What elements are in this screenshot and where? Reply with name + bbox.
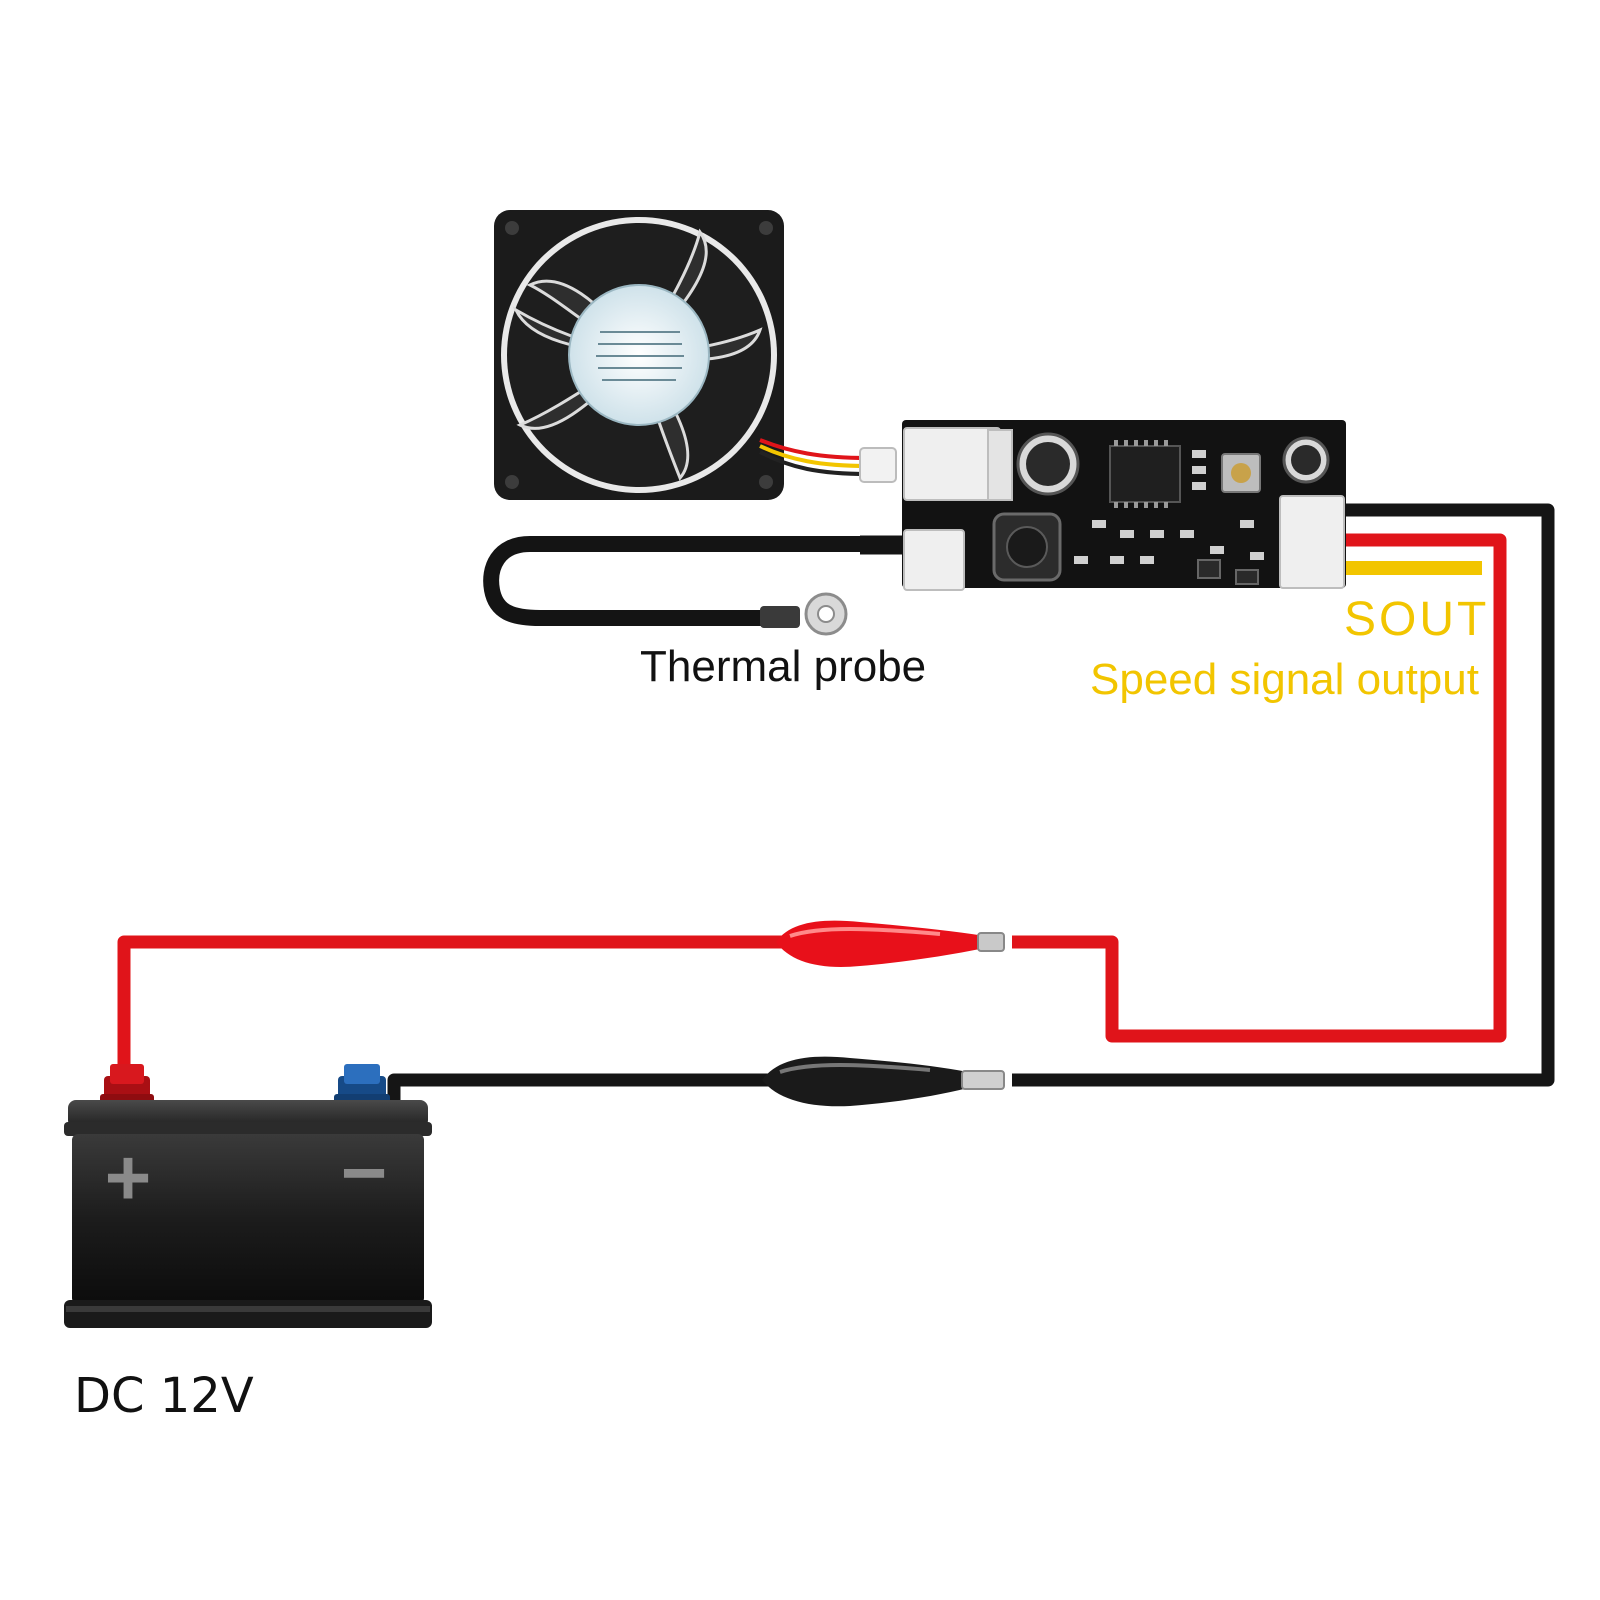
speed-signal-output-label: Speed signal output [1090, 655, 1479, 704]
battery: + − [64, 1064, 432, 1328]
negative-wire [387, 503, 1555, 1100]
probe-wire-pair [860, 535, 906, 555]
sout-label: SOUT [1344, 593, 1490, 646]
fan-connector [903, 427, 1001, 501]
positive-wire [117, 533, 1507, 1082]
fan-controller-board [902, 420, 1346, 591]
minus-symbol: − [341, 1128, 388, 1217]
fan-connector-plug [859, 447, 897, 483]
probe-ring-terminal [760, 592, 848, 636]
red-alligator-clip[interactable] [776, 920, 1005, 967]
probe-connector [903, 529, 965, 591]
dc-voltage-label: DC 12V [74, 1368, 254, 1424]
black-alligator-clip[interactable] [762, 1056, 1005, 1107]
thermal-probe-label: Thermal probe [640, 642, 927, 691]
cooling-fan [494, 210, 897, 500]
plus-symbol: + [105, 1133, 152, 1222]
fan-lead-wires [759, 438, 869, 476]
power-connector [1279, 495, 1345, 589]
thermal-probe [483, 536, 913, 626]
